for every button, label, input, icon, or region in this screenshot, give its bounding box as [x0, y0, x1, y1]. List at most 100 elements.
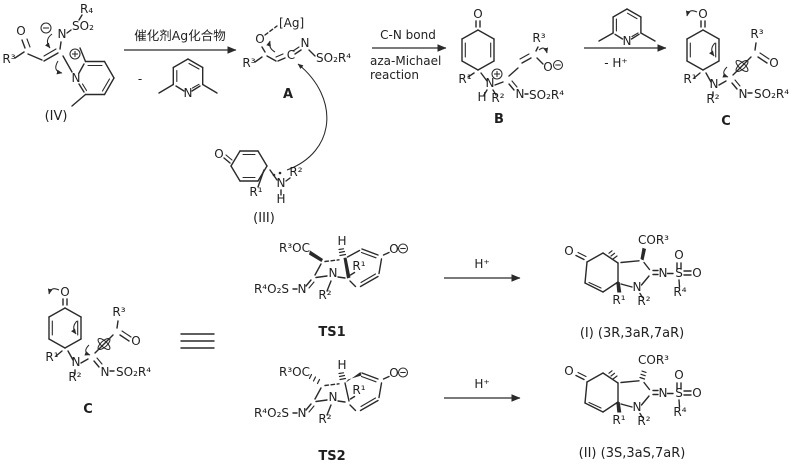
structure-b: O R¹ N H R² N SO₂R⁴ R³ O B: [458, 7, 564, 127]
c-bottom-r2-label: R²: [68, 370, 81, 384]
c-bottom-r1-label: R¹: [45, 350, 58, 364]
lone-pair-icon: [278, 171, 282, 175]
c-top-so2r4-label: SO₂R⁴: [754, 87, 789, 101]
structure-prod1: O COR³ N S O O R⁴ N R² R¹ (I) (3R,3aR,7a…: [564, 233, 701, 341]
arrow-step4: H⁺: [444, 257, 521, 282]
prod1-s-label: S: [675, 266, 683, 280]
iv-n-py-label: N: [72, 71, 81, 85]
b-n-imine-label: N: [516, 87, 525, 101]
ts2-h-label: H: [337, 358, 346, 372]
step2-below2-label: reaction: [370, 68, 419, 82]
ts1-n-imine-label: N: [298, 282, 307, 296]
lutidine-2-n-label: N: [623, 34, 632, 48]
step3-below-label: - H⁺: [604, 56, 628, 70]
ts2-r2-label: R²: [318, 412, 331, 426]
iii-r2-label: R²: [289, 165, 302, 179]
lutidine-1-bonds: [158, 58, 218, 94]
structure-ts2: R³OC H N R² N R⁴O₂S R¹ O TS2: [254, 358, 409, 464]
c-bottom-r3-label: R³: [112, 305, 125, 319]
a-r3-label: R³: [242, 56, 255, 70]
curly-arrow-icon: [55, 60, 63, 75]
lutidine-1-n-label: N: [184, 86, 193, 100]
minus-charge-icon: [40, 22, 52, 34]
a-ag-label: [Ag]: [279, 16, 304, 30]
c-bottom-compound-label: C: [83, 402, 93, 417]
ts2-r4o2s-label: R⁴O₂S: [254, 406, 289, 420]
c-top-r1-label: R¹: [683, 72, 696, 86]
ts1-r3oc-label: R³OC: [279, 241, 310, 255]
a-so2r4-label: SO₂R⁴: [316, 51, 351, 65]
bold-wedge: [616, 282, 622, 293]
iv-compound-label: (IV): [45, 109, 68, 124]
iii-r1-label: R¹: [249, 185, 262, 199]
step1-catalyst-label: 催化剂Ag化合物: [134, 28, 226, 43]
ts2-compound-label: TS2: [318, 449, 345, 464]
prod2-o-right-label: O: [692, 386, 701, 400]
curly-arrow-icon: [84, 344, 91, 356]
ts1-r1-label: R¹: [352, 259, 365, 273]
a-o-label: O: [255, 32, 264, 46]
ts1-h-label: H: [337, 234, 346, 248]
step5-hplus-label: H⁺: [474, 377, 489, 391]
ts2-n-imine-label: N: [298, 406, 307, 420]
b-o-enolate-label: O: [543, 60, 552, 74]
prod1-r2-label: R²: [637, 294, 650, 308]
bold-wedge: [343, 257, 351, 279]
prod2-r1-label: R¹: [612, 413, 625, 427]
b-r2-label: R²: [491, 91, 504, 105]
ts1-n-ring-label: N: [329, 266, 338, 280]
equivalence-icon: [180, 333, 215, 349]
prod2-cor3-label: COR³: [638, 353, 669, 367]
prod2-o-top-label: O: [674, 368, 683, 382]
step4-hplus-label: H⁺: [474, 257, 489, 271]
b-h-label: H: [477, 90, 486, 104]
prod2-o-label: O: [564, 364, 573, 378]
prod1-compound-label: (I) (3R,3aR,7aR): [580, 326, 684, 341]
prod1-r1-label: R¹: [612, 293, 625, 307]
curly-arrow-icon: [685, 10, 698, 17]
c-top-o-label: O: [698, 7, 707, 21]
ts1-compound-label: TS1: [318, 325, 345, 340]
prod1-n-ring-label: N: [633, 280, 642, 294]
prod1-o-right-label: O: [692, 266, 701, 280]
structure-iii-bonds: [223, 150, 291, 196]
bond-rotation-icon: [735, 59, 749, 73]
minus-charge-icon: [397, 243, 409, 254]
curly-arrow-iii-to-a: [286, 63, 328, 171]
bond-rotation-icon: [97, 337, 111, 351]
lutidine-1: N: [158, 58, 218, 100]
arrow-step1: 催化剂Ag化合物 -: [124, 28, 237, 86]
prod1-r4-label: R⁴: [673, 285, 686, 299]
c-top-n-ring-label: N: [710, 77, 719, 91]
ts2-n-ring-label: N: [329, 390, 338, 404]
arrow-step3: - H⁺: [584, 44, 667, 70]
prod2-n-ring-label: N: [633, 400, 642, 414]
iv-o-label: O: [16, 24, 25, 38]
structure-b-bonds: [461, 20, 564, 96]
ag-dashed-bond-icon: [264, 25, 278, 36]
ts1-r4o2s-label: R⁴O₂S: [254, 282, 289, 296]
c-bottom-o-label: O: [60, 285, 69, 299]
b-compound-label: B: [494, 112, 504, 127]
b-r3-label: R³: [532, 31, 545, 45]
step1-minus-label: -: [138, 72, 142, 86]
ts1-o-label: O: [389, 242, 398, 256]
prod2-r4-label: R⁴: [673, 405, 686, 419]
structure-c-bottom-bonds: [47, 288, 132, 375]
c-bottom-n-imine-label: N: [101, 365, 110, 379]
structure-c-bottom: O R¹ N R² N SO₂R⁴ R³ O C: [45, 285, 151, 417]
structure-ts1: R³OC H N R² N R⁴O₂S R¹ O TS1: [254, 234, 409, 340]
c-top-o-acyl-label: O: [769, 56, 778, 70]
b-so2r4-label: SO₂R⁴: [529, 88, 564, 102]
bond-rotation-icon: [97, 337, 111, 351]
step2-below1-label: aza-Michael: [370, 54, 441, 68]
curly-arrow-icon: [538, 47, 549, 54]
bold-wedge: [346, 372, 362, 383]
arrow-step5: H⁺: [444, 377, 521, 402]
bond-rotation-icon: [735, 59, 749, 73]
structure-iv: R³ O N SO₂ R₄ N (IV): [2, 2, 115, 124]
c-top-r2-label: R²: [706, 92, 719, 106]
